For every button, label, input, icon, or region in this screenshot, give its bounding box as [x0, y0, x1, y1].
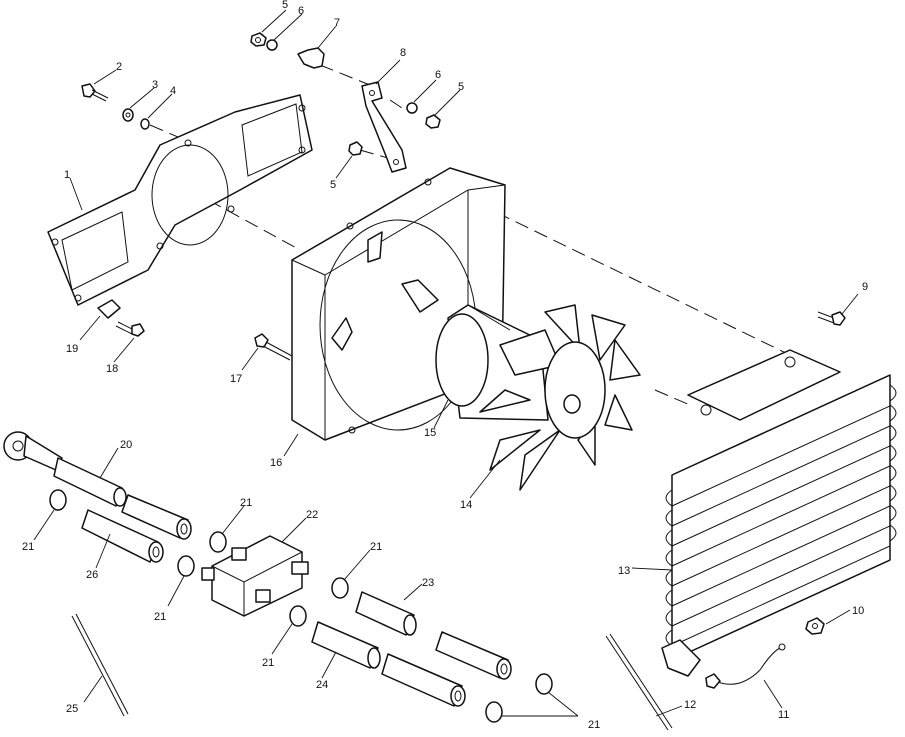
clamp-21-f: [535, 673, 553, 695]
oil-cooler: [661, 349, 897, 677]
hose-lower: [381, 653, 466, 707]
callout-5-top: 5: [282, 0, 288, 11]
clamp-21-e: [289, 605, 307, 627]
fan-motor: [435, 304, 549, 421]
callout-10: 10: [852, 605, 864, 617]
bracket-8: [361, 81, 407, 173]
nut-5-middle: [348, 141, 363, 156]
hose-upper: [121, 494, 192, 540]
hose-right: [435, 631, 512, 680]
callout-9: 9: [862, 281, 868, 293]
callout-2: 2: [116, 61, 122, 73]
manifold-22: [201, 535, 309, 617]
callout-labels: 5 6 7 2 3 4 8 6 5 5 1 9 19 18 17 15 16 1…: [22, 0, 868, 731]
washer-6-right: [406, 102, 418, 114]
clip-19: [97, 299, 121, 319]
clamp-21-g: [485, 701, 503, 723]
washer-3: [122, 108, 134, 122]
screw-17: [254, 333, 293, 361]
callout-18: 18: [106, 363, 118, 375]
callout-20: 20: [120, 439, 132, 451]
callout-14: 14: [460, 499, 472, 511]
callout-1: 1: [64, 169, 70, 181]
hose-24: [311, 621, 381, 669]
bolt-2: [81, 83, 109, 102]
callout-13: 13: [618, 565, 630, 577]
callout-8: 8: [400, 47, 406, 59]
callout-21-a: 21: [22, 541, 34, 553]
hose-26: [81, 509, 164, 563]
clamp-21-b: [209, 531, 227, 553]
callout-21-c: 21: [370, 541, 382, 553]
callout-6-top: 6: [298, 5, 304, 17]
callout-3: 3: [152, 79, 158, 91]
stud-7: [297, 47, 325, 69]
hose-23: [355, 591, 417, 636]
callout-17: 17: [230, 373, 242, 385]
callout-22: 22: [306, 509, 318, 521]
callout-6-right: 6: [435, 69, 441, 81]
callout-21-f: 21: [588, 719, 600, 731]
callout-11: 11: [778, 709, 789, 721]
callout-24: 24: [316, 679, 328, 691]
callout-5-middle: 5: [330, 179, 336, 191]
mounting-plate: [47, 94, 313, 306]
nut-5-right: [425, 114, 441, 129]
clamp-21-c: [177, 555, 195, 577]
clamp-21-d: [331, 577, 349, 599]
leader-lines: [33, 9, 859, 717]
callout-25: 25: [66, 703, 78, 715]
lock-washer-4: [140, 118, 150, 130]
rod-12: [605, 633, 673, 731]
nut-5-top: [250, 32, 267, 47]
bolt-9: [817, 311, 846, 326]
callout-21-e: 21: [262, 657, 274, 669]
callout-19: 19: [66, 343, 78, 355]
rod-25: [71, 613, 129, 717]
callout-21-d: 21: [154, 611, 166, 623]
callout-23: 23: [422, 577, 434, 589]
callout-4: 4: [170, 85, 176, 97]
fan-blade: [479, 304, 641, 491]
nut-10: [805, 617, 825, 635]
callout-15: 15: [424, 427, 436, 439]
hose-assembly-20: [3, 431, 127, 507]
sensor-wire-11: [705, 643, 786, 689]
washer-6-top: [266, 39, 278, 51]
clamp-21-a: [49, 489, 67, 511]
screw-18: [115, 321, 145, 337]
callout-16: 16: [270, 457, 282, 469]
callout-7: 7: [334, 17, 340, 29]
callout-5-right: 5: [458, 81, 464, 93]
callout-12: 12: [684, 699, 696, 711]
callout-26: 26: [86, 569, 98, 581]
callout-21-b: 21: [240, 497, 252, 509]
